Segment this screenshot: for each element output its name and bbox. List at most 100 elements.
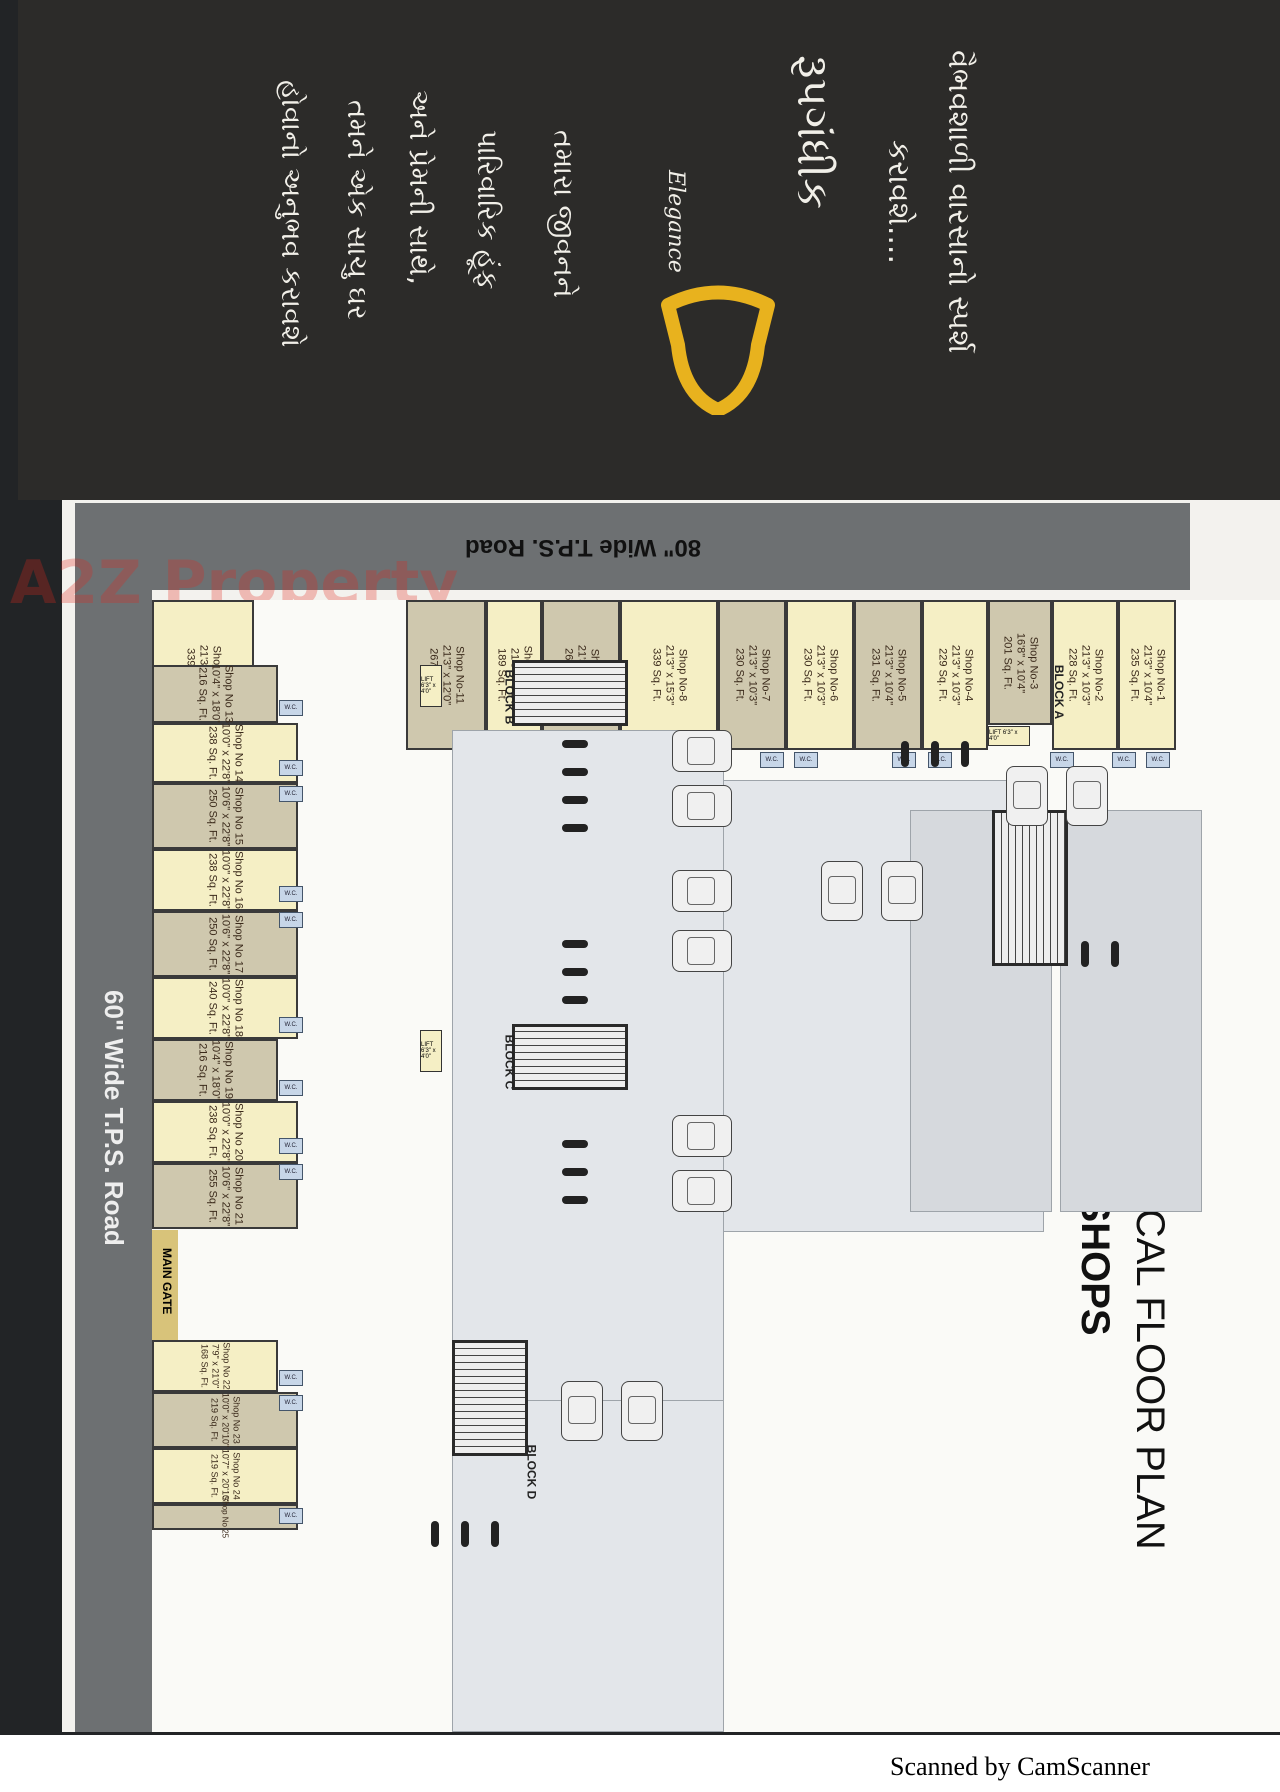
car-icon bbox=[672, 870, 732, 912]
wc-17: W.C. bbox=[279, 912, 303, 928]
car-icon bbox=[1066, 766, 1108, 826]
bike-icon bbox=[901, 741, 909, 767]
wc-16: W.C. bbox=[279, 886, 303, 902]
car-icon bbox=[672, 930, 732, 972]
bike-icon bbox=[562, 768, 588, 776]
wc-19: W.C. bbox=[279, 1080, 303, 1096]
bike-icon bbox=[931, 741, 939, 767]
car-icon bbox=[561, 1381, 603, 1441]
car-icon bbox=[672, 730, 732, 772]
wc-23: W.C. bbox=[279, 1395, 303, 1411]
wc-13: W.C. bbox=[279, 700, 303, 716]
bike-icon bbox=[461, 1521, 469, 1547]
wc-20: W.C. bbox=[279, 1138, 303, 1154]
bike-icon bbox=[562, 1140, 588, 1148]
scanned-brochure-page: વૈભવશાળી વારસાનો સ્પર્શ કરાવશે.... રૂપગં… bbox=[0, 0, 1280, 1735]
bike-icon bbox=[1081, 941, 1089, 967]
car-icon bbox=[1006, 766, 1048, 826]
block-a-label: BLOCK A bbox=[1052, 664, 1067, 720]
main-gate-label: MAIN GATE bbox=[160, 1248, 174, 1315]
wc-3: W.C. bbox=[1050, 752, 1074, 768]
top-road-band: 80" Wide T.P.S. Road bbox=[75, 503, 1190, 590]
main-gate[interactable]: MAIN GATE bbox=[152, 1230, 178, 1340]
brochure-line-2: કરાવશે.... bbox=[881, 140, 916, 265]
block-a-stair bbox=[992, 810, 1068, 966]
lift-b: LIFT 6'3" x 4'0" bbox=[420, 665, 442, 707]
block-b-stair bbox=[512, 660, 628, 726]
brand-logo-icon bbox=[661, 285, 775, 415]
brochure-line-4: પારિવારિક હૂંફ bbox=[471, 130, 504, 290]
brochure-line-5: અને પ્રેમની સાથે, bbox=[403, 90, 436, 285]
car-icon bbox=[621, 1381, 663, 1441]
bike-icon bbox=[491, 1521, 499, 1547]
car-icon bbox=[672, 785, 732, 827]
scanner-footer: Scanned by CamScanner bbox=[890, 1752, 1150, 1781]
wc-1: W.C. bbox=[1146, 752, 1170, 768]
brochure-line-7: હોવાનો અનુભવ કરાવશે bbox=[275, 80, 308, 348]
parking-bay-a2 bbox=[1060, 810, 1202, 1212]
wc-14: W.C. bbox=[279, 760, 303, 776]
bike-icon bbox=[562, 996, 588, 1004]
wc-21: W.C. bbox=[279, 1164, 303, 1180]
wc-7: W.C. bbox=[760, 752, 784, 768]
left-road-label: 60" Wide T.P.S. Road bbox=[99, 990, 129, 1246]
wc-6: W.C. bbox=[794, 752, 818, 768]
brochure-text-panel: વૈભવશાળી વારસાનો સ્પર્શ કરાવશે.... રૂપગં… bbox=[18, 0, 1280, 500]
bike-icon bbox=[562, 796, 588, 804]
bike-icon bbox=[961, 741, 969, 767]
brand-subtitle: Elegance bbox=[663, 170, 688, 273]
lift-c: LIFT 6'3" x 4'0" bbox=[420, 1030, 442, 1072]
bike-icon bbox=[562, 1168, 588, 1176]
block-b-label: BLOCK B bbox=[502, 669, 517, 725]
bike-icon bbox=[562, 968, 588, 976]
bike-icon bbox=[1111, 941, 1119, 967]
shop-25: Shop No 25 bbox=[152, 1496, 298, 1538]
car-icon bbox=[881, 861, 923, 921]
wc-22: W.C. bbox=[279, 1370, 303, 1386]
block-c-stair bbox=[512, 1024, 628, 1090]
car-icon bbox=[672, 1170, 732, 1212]
brochure-line-6: તમને એક સાચુ ઘર bbox=[341, 100, 374, 320]
bike-icon bbox=[562, 824, 588, 832]
bike-icon bbox=[431, 1521, 439, 1547]
top-road-label: 80" Wide T.P.S. Road bbox=[465, 534, 702, 561]
wc-15: W.C. bbox=[279, 786, 303, 802]
bike-icon bbox=[562, 1196, 588, 1204]
lift-a: LIFT 6'3" x 4'0" bbox=[988, 726, 1030, 746]
bike-icon bbox=[562, 740, 588, 748]
left-road-band: 60" Wide T.P.S. Road bbox=[75, 590, 152, 1732]
wc-18: W.C. bbox=[279, 1017, 303, 1033]
brand-name: રૂપગંધીક bbox=[787, 55, 838, 210]
block-d-label: BLOCK D bbox=[524, 1444, 539, 1500]
wc-24: W.C. bbox=[279, 1508, 303, 1524]
block-c-label: BLOCK C bbox=[502, 1034, 517, 1090]
block-d-stair bbox=[452, 1340, 528, 1456]
car-icon bbox=[821, 861, 863, 921]
wc-2: W.C. bbox=[1112, 752, 1136, 768]
brochure-line-3: તમારા જીવનને bbox=[547, 130, 580, 298]
brochure-line-1: વૈભવશાળી વારસાનો સ્પર્શ bbox=[941, 50, 976, 354]
bike-icon bbox=[562, 940, 588, 948]
